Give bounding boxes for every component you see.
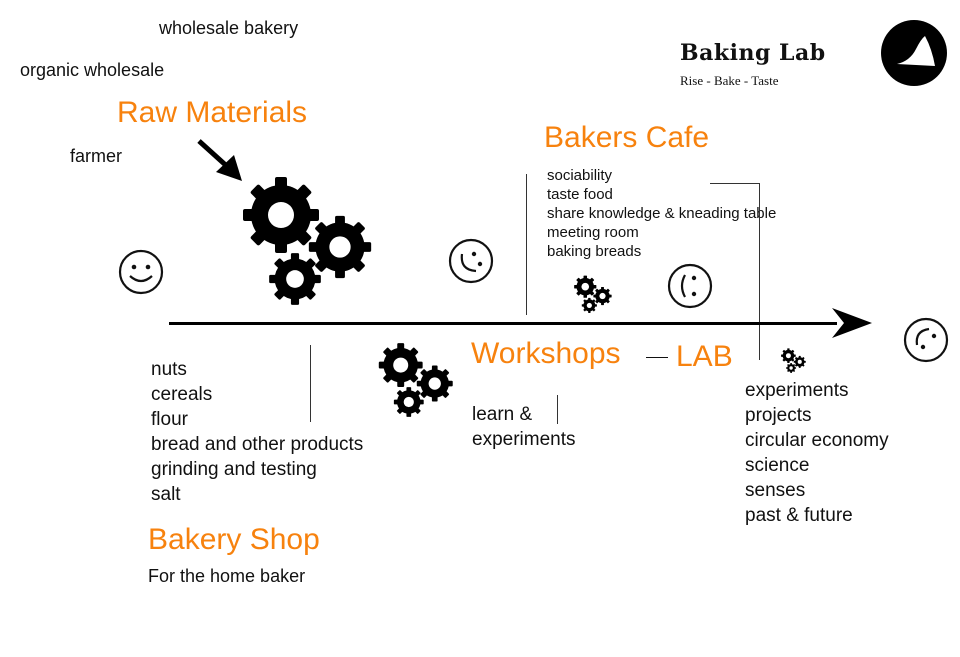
label-wholesale-bakery: wholesale bakery bbox=[159, 18, 299, 38]
arrow-icon bbox=[196, 138, 246, 184]
section-title-lab: LAB bbox=[676, 340, 733, 373]
list-item: learn & bbox=[472, 404, 533, 425]
lab-list: experiments projects circular economy sc… bbox=[745, 378, 889, 528]
list-item: taste food bbox=[547, 186, 613, 203]
list-item: experiments bbox=[745, 380, 849, 401]
bakery-shop-subtitle: For the home baker bbox=[148, 566, 306, 586]
brand-tagline: Rise - Bake - Taste bbox=[680, 73, 779, 88]
list-item: senses bbox=[745, 480, 806, 501]
mountain-in-circle-icon bbox=[880, 19, 948, 87]
connector-line bbox=[710, 183, 759, 184]
bakers-cafe-list: sociability taste food share knowledge &… bbox=[547, 166, 776, 261]
list-item: past & future bbox=[745, 505, 853, 526]
divider bbox=[557, 395, 558, 424]
list-item: grinding and testing bbox=[151, 459, 317, 480]
gears-icon bbox=[243, 177, 372, 305]
bakery-shop-list: nuts cereals flour bread and other produ… bbox=[151, 357, 363, 507]
list-item: salt bbox=[151, 484, 181, 505]
divider bbox=[310, 345, 311, 422]
section-title-raw-materials: Raw Materials bbox=[117, 96, 308, 129]
section-title-bakery-shop: Bakery Shop bbox=[148, 523, 320, 556]
list-item: meeting room bbox=[547, 224, 639, 241]
label-organic-wholesale: organic wholesale bbox=[20, 60, 165, 80]
tilted-face-icon bbox=[903, 317, 949, 363]
neutral-face-icon bbox=[667, 263, 713, 309]
smiley-face-icon bbox=[118, 249, 164, 295]
section-title-workshops: Workshops bbox=[471, 337, 621, 370]
list-item: experiments bbox=[472, 429, 576, 450]
gears-icon bbox=[574, 275, 612, 313]
list-item: baking breads bbox=[547, 243, 642, 260]
arrow-head-icon bbox=[832, 308, 872, 338]
list-item: projects bbox=[745, 405, 812, 426]
divider bbox=[526, 174, 527, 315]
label-farmer: farmer bbox=[70, 146, 123, 166]
winking-face-icon bbox=[448, 238, 494, 284]
connector-line bbox=[646, 357, 668, 358]
connector-line bbox=[759, 183, 760, 360]
list-item: science bbox=[745, 455, 810, 476]
workshops-list: learn & experiments bbox=[472, 402, 576, 452]
list-item: circular economy bbox=[745, 430, 889, 451]
gears-icon bbox=[781, 348, 806, 373]
list-item: sociability bbox=[547, 167, 613, 184]
list-item: bread and other products bbox=[151, 434, 364, 455]
list-item: cereals bbox=[151, 384, 213, 405]
brand-name: Baking Lab bbox=[680, 40, 826, 66]
list-item: share knowledge & kneading table bbox=[547, 205, 777, 222]
timeline-line bbox=[169, 322, 837, 325]
gears-icon bbox=[378, 343, 453, 417]
list-item: flour bbox=[151, 409, 188, 430]
list-item: nuts bbox=[151, 359, 187, 380]
section-title-bakers-cafe: Bakers Cafe bbox=[544, 121, 710, 154]
